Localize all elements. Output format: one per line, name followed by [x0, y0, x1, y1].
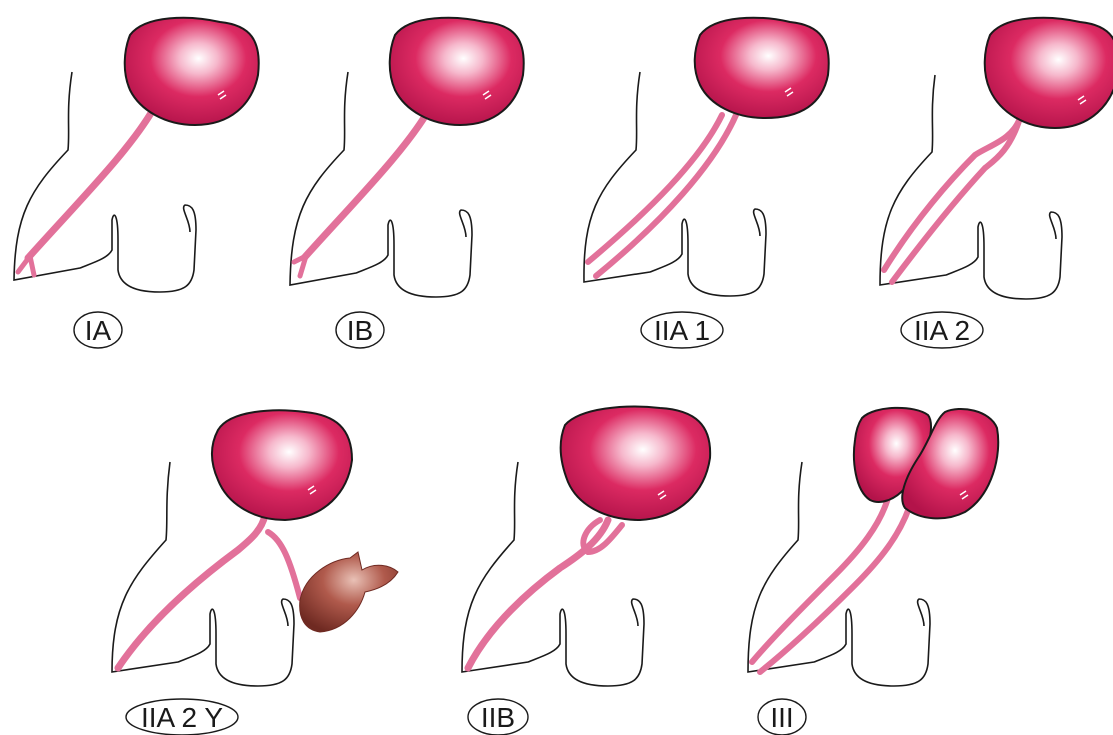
label-iia2: IIA 2: [901, 312, 983, 348]
accessory-gland: [300, 552, 398, 632]
label-iii-text: III: [770, 702, 793, 733]
urethra-left: [752, 498, 888, 662]
panel-iii: [748, 408, 998, 686]
panel-iia2: [880, 18, 1113, 299]
label-ia-text: IA: [85, 315, 112, 346]
bladder: [561, 407, 710, 520]
label-iia2y-text: IIA 2 Y: [141, 702, 223, 733]
urethra: [304, 108, 430, 258]
bladder: [125, 18, 259, 125]
urethra-outer: [884, 118, 1020, 270]
bladder: [390, 18, 524, 125]
urethra-branch: [18, 256, 34, 275]
bladder: [985, 18, 1113, 128]
urethra: [468, 520, 608, 668]
urethra-right: [760, 505, 910, 672]
panel-ib: [290, 18, 524, 297]
label-iib: IIB: [468, 699, 528, 735]
label-iii: III: [758, 699, 806, 735]
label-iia1-text: IIA 1: [654, 315, 710, 346]
label-ia: IA: [74, 312, 122, 348]
panel-ia: [14, 18, 259, 292]
panel-iia1: [584, 18, 829, 296]
label-iia1: IIA 1: [641, 312, 723, 348]
panel-iia2y: [112, 410, 398, 686]
urethra-branch: [294, 256, 306, 276]
label-iib-text: IIB: [481, 702, 515, 733]
panel-iib: [462, 407, 710, 686]
urethra: [118, 515, 265, 668]
bladder: [695, 18, 829, 118]
bladder: [212, 410, 352, 520]
urethra-accessory: [268, 532, 300, 598]
label-iia2y: IIA 2 Y: [126, 699, 238, 735]
label-ib: IB: [336, 312, 384, 348]
label-ib-text: IB: [347, 315, 373, 346]
urethra-inner: [596, 115, 736, 276]
urethra: [28, 108, 154, 258]
urethra-outer: [588, 115, 722, 262]
label-iia2-text: IIA 2: [914, 315, 970, 346]
